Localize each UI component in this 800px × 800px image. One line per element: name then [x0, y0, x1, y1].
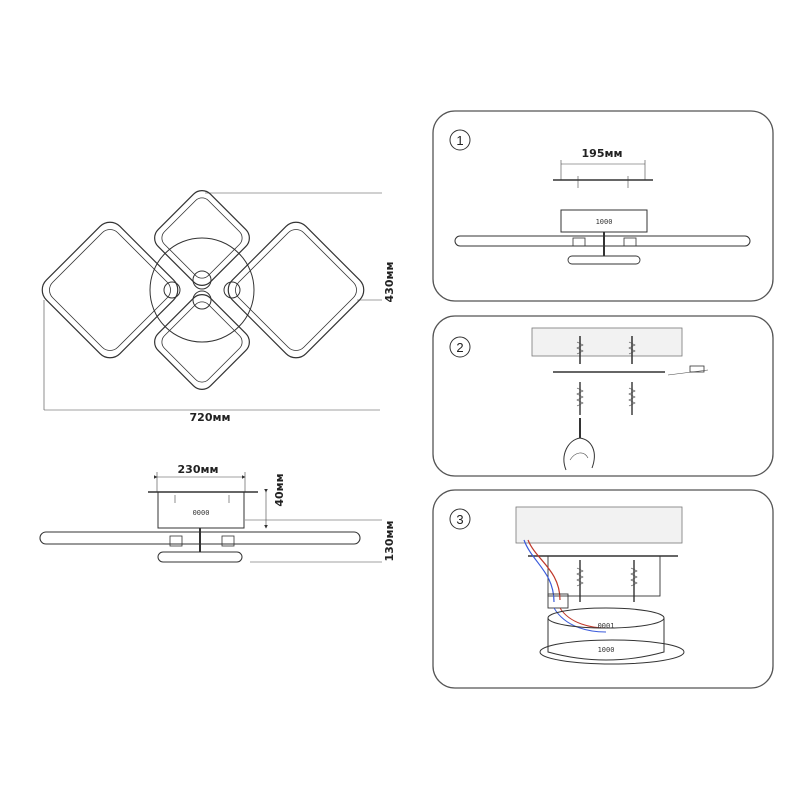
step-1-dimension-label: 195мм — [582, 147, 623, 160]
step-1-panel: 1 195мм 1000 — [432, 110, 774, 302]
ring-top — [154, 190, 250, 286]
step-2-number: 2 — [456, 340, 463, 355]
step-1-number: 1 — [456, 133, 463, 148]
step-3-terminal-block — [547, 593, 569, 609]
step-3-ceiling — [515, 506, 683, 544]
step-3-badge — [449, 508, 471, 530]
top-view-drawing: 720мм 430мм — [41, 190, 396, 424]
ring-right — [227, 221, 365, 359]
lower-ring — [157, 551, 243, 563]
height-dimension-label: 430мм — [383, 262, 396, 303]
total-height-label: 130мм — [383, 521, 396, 562]
step-1-frame — [432, 110, 774, 302]
step-1-lamp-arms — [454, 235, 751, 247]
step-3-panel: 3 0001 1000 — [432, 489, 774, 689]
step-1-badge — [449, 129, 471, 151]
step-1-plate-marking: 1000 — [596, 218, 613, 226]
step-2-anchor-left — [576, 336, 584, 364]
step-2-screw-right-vertical — [628, 382, 636, 415]
ring-left — [41, 221, 179, 359]
step-3-number: 3 — [456, 512, 463, 527]
hub-bottom — [192, 290, 212, 310]
hub-left — [163, 281, 181, 299]
step-3-box-marking-top: 0001 — [598, 622, 615, 630]
step-2-ceiling — [531, 327, 683, 357]
center-disc — [149, 237, 255, 343]
step-2-frame — [432, 315, 774, 477]
width-dimension-label: 720мм — [190, 411, 231, 424]
step-3-box-marking-bottom: 1000 — [598, 646, 615, 654]
ring-bottom — [154, 294, 250, 390]
step-2-screwdriver-hand — [563, 418, 595, 471]
step-3-canopy — [547, 618, 665, 661]
hub-top — [192, 270, 212, 290]
step-2-screw-right — [667, 369, 709, 376]
step-3-screw-right — [630, 560, 638, 602]
hub-right — [223, 281, 241, 299]
plate-height-label: 40мм — [273, 473, 286, 506]
step-2-panel: 2 — [432, 315, 774, 477]
plate-width-label: 230мм — [178, 463, 219, 476]
step-3-screw-left — [576, 560, 584, 602]
step-2-badge — [449, 336, 471, 358]
step-2-screw-left — [576, 382, 584, 415]
step-3-wire-red — [527, 539, 561, 601]
plate-marking: 0000 — [193, 509, 210, 517]
step-2-anchor-right — [628, 336, 636, 364]
side-view-drawing: 230мм 0000 40мм 130мм — [39, 463, 396, 563]
